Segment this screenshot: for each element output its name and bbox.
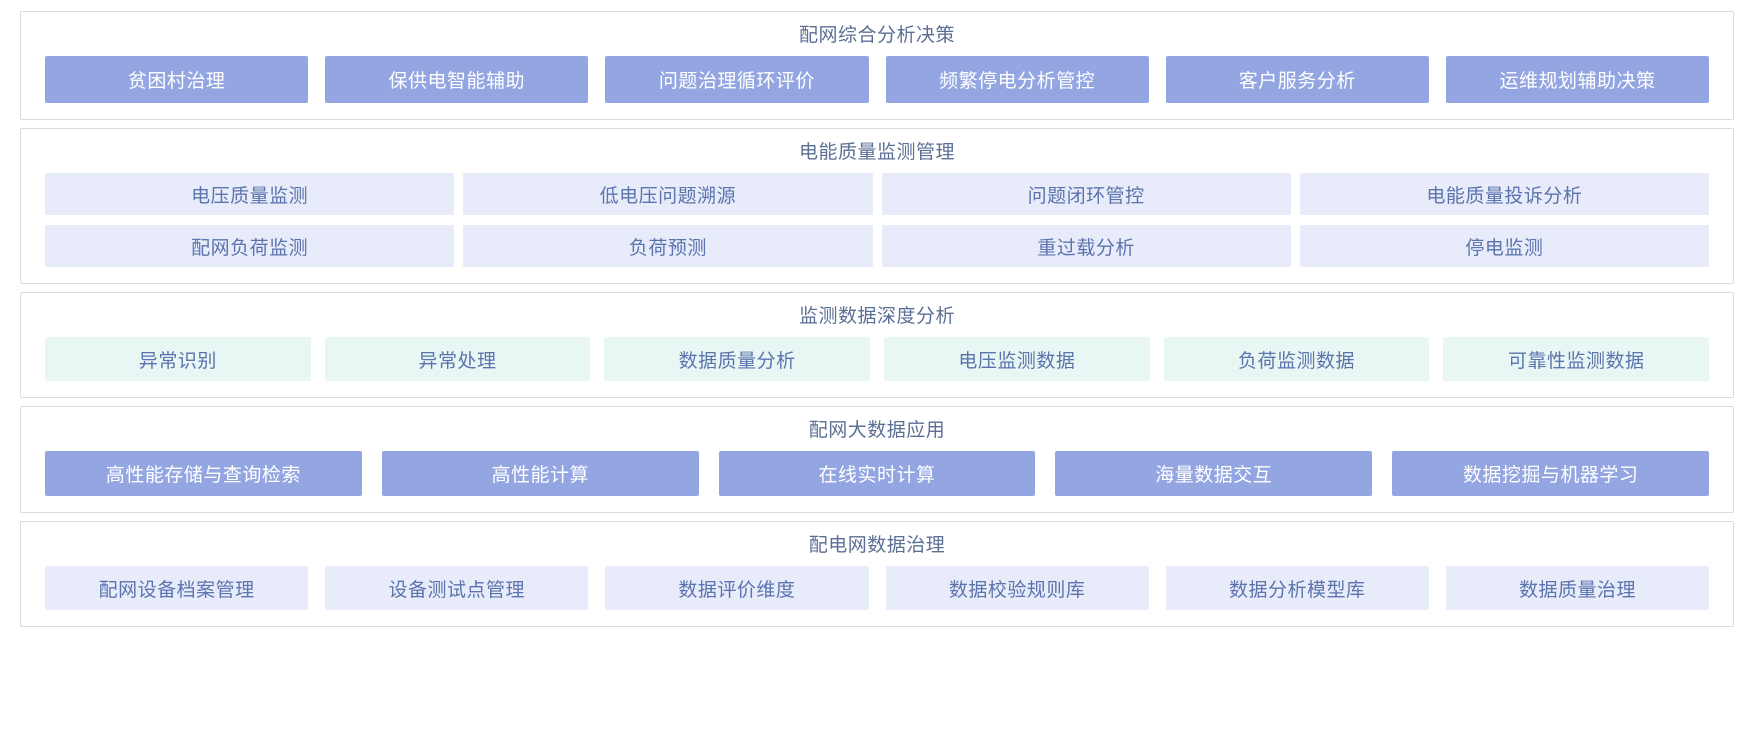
panel-integrated-analysis-decision: 配网综合分析决策贫困村治理保供电智能辅助问题治理循环评价频繁停电分析管控客户服务… bbox=[20, 11, 1734, 120]
tile-button[interactable]: 在线实时计算 bbox=[718, 451, 1036, 496]
panel-distribution-network-data-governance: 配电网数据治理配网设备档案管理设备测试点管理数据评价维度数据校验规则库数据分析模… bbox=[20, 521, 1734, 627]
panel-power-quality-monitoring: 电能质量监测管理电压质量监测低电压问题溯源问题闭环管控电能质量投诉分析配网负荷监… bbox=[20, 128, 1734, 284]
tile-button[interactable]: 电压监测数据 bbox=[884, 337, 1150, 381]
tile-button[interactable]: 贫困村治理 bbox=[45, 56, 309, 103]
tile-button[interactable]: 频繁停电分析管控 bbox=[885, 56, 1149, 103]
tile-row: 配网负荷监测负荷预测重过载分析停电监测 bbox=[45, 225, 1709, 267]
panel-title-integrated-analysis-decision: 配网综合分析决策 bbox=[798, 25, 955, 46]
tile-button[interactable]: 配网设备档案管理 bbox=[45, 566, 309, 610]
tile-button[interactable]: 问题治理循环评价 bbox=[605, 56, 869, 103]
tile-button[interactable]: 数据质量分析 bbox=[604, 337, 871, 381]
tile-button[interactable]: 停电监测 bbox=[1299, 225, 1709, 267]
tile-button[interactable]: 电压质量监测 bbox=[45, 173, 455, 215]
panel-title-power-quality-monitoring: 电能质量监测管理 bbox=[798, 142, 955, 163]
tile-button[interactable]: 运维规划辅助决策 bbox=[1445, 56, 1710, 103]
tile-button[interactable]: 高性能计算 bbox=[381, 451, 699, 496]
tile-button[interactable]: 电能质量投诉分析 bbox=[1299, 173, 1709, 215]
tile-button[interactable]: 数据挖掘与机器学习 bbox=[1392, 451, 1709, 496]
panel-title-distribution-network-data-governance: 配电网数据治理 bbox=[808, 535, 946, 556]
tile-row: 贫困村治理保供电智能辅助问题治理循环评价频繁停电分析管控客户服务分析运维规划辅助… bbox=[45, 56, 1710, 103]
tile-button[interactable]: 负荷监测数据 bbox=[1163, 337, 1430, 381]
tile-button[interactable]: 重过载分析 bbox=[881, 225, 1291, 267]
tile-button[interactable]: 异常处理 bbox=[324, 337, 591, 381]
tile-button[interactable]: 保供电智能辅助 bbox=[325, 56, 589, 103]
panel-title-monitoring-data-deep-analysis: 监测数据深度分析 bbox=[798, 306, 955, 327]
tile-button[interactable]: 数据分析模型库 bbox=[1165, 566, 1429, 610]
tile-button[interactable]: 可靠性监测数据 bbox=[1443, 337, 1710, 381]
tile-button[interactable]: 设备测试点管理 bbox=[325, 566, 589, 610]
tile-button[interactable]: 高性能存储与查询检索 bbox=[45, 451, 362, 496]
tile-button[interactable]: 异常识别 bbox=[45, 337, 311, 381]
tile-button[interactable]: 海量数据交互 bbox=[1055, 451, 1373, 496]
tile-button[interactable]: 负荷预测 bbox=[463, 225, 873, 267]
tile-button[interactable]: 问题闭环管控 bbox=[881, 173, 1291, 215]
tile-row: 异常识别异常处理数据质量分析电压监测数据负荷监测数据可靠性监测数据 bbox=[45, 337, 1710, 381]
panel-title-distribution-big-data-application: 配网大数据应用 bbox=[808, 420, 946, 441]
tile-button[interactable]: 低电压问题溯源 bbox=[463, 173, 873, 215]
tile-row: 高性能存储与查询检索高性能计算在线实时计算海量数据交互数据挖掘与机器学习 bbox=[45, 451, 1709, 496]
tile-button[interactable]: 客户服务分析 bbox=[1165, 56, 1429, 103]
panel-distribution-big-data-application: 配网大数据应用高性能存储与查询检索高性能计算在线实时计算海量数据交互数据挖掘与机… bbox=[20, 406, 1734, 513]
tile-row: 配网设备档案管理设备测试点管理数据评价维度数据校验规则库数据分析模型库数据质量治… bbox=[45, 566, 1710, 610]
tile-row: 电压质量监测低电压问题溯源问题闭环管控电能质量投诉分析 bbox=[45, 173, 1709, 215]
tile-button[interactable]: 数据校验规则库 bbox=[885, 566, 1149, 610]
panel-monitoring-data-deep-analysis: 监测数据深度分析异常识别异常处理数据质量分析电压监测数据负荷监测数据可靠性监测数… bbox=[20, 292, 1734, 398]
tile-button[interactable]: 数据评价维度 bbox=[605, 566, 869, 610]
tile-button[interactable]: 数据质量治理 bbox=[1445, 566, 1710, 610]
tile-button[interactable]: 配网负荷监测 bbox=[45, 225, 455, 267]
